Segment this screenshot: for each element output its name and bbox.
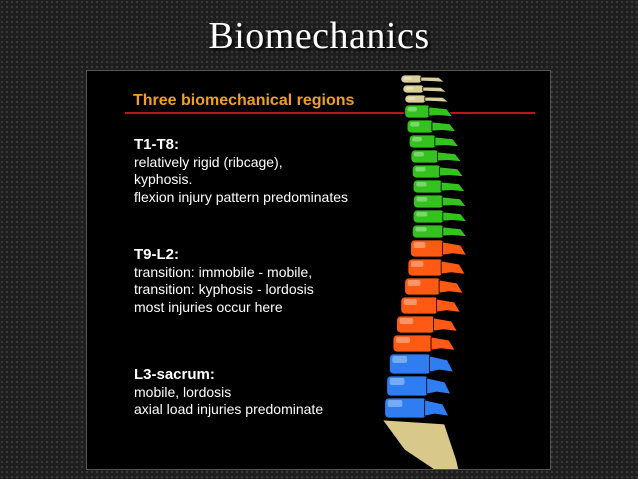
thoracolumbar-vertebra: [400, 296, 462, 315]
section-label: T9-L2:: [134, 246, 179, 263]
section-label: T1-T8:: [134, 136, 179, 153]
section-t9-l2: T9-L2: transition: immobile - mobile, tr…: [134, 246, 314, 316]
sacrum: [383, 419, 460, 469]
section-line: kyphosis.: [134, 171, 193, 187]
section-line: axial load injuries predominate: [134, 401, 324, 417]
section-line: flexion injury pattern predominates: [134, 188, 349, 205]
thoracic-vertebra: [411, 164, 465, 179]
thoracolumbar-vertebra: [404, 277, 464, 296]
thoracic-vertebra: [411, 224, 468, 239]
thoracic-vertebra: [408, 134, 460, 149]
thoracic-vertebra: [412, 179, 467, 194]
lumbar-vertebra: [384, 397, 450, 419]
section-line: transition: kyphosis - lordosis: [134, 281, 314, 297]
section-l3-sacrum: L3-sacrum: mobile, lordosis axial load i…: [134, 366, 323, 419]
content-panel: Three biomechanical regions T1-T8: relat…: [86, 70, 551, 470]
thoracolumbar-vertebra: [410, 239, 468, 258]
thoracic-vertebra: [412, 209, 468, 224]
cervical-vertebra: [400, 74, 447, 84]
thoracolumbar-vertebra: [407, 258, 466, 277]
section-t1-t8: T1-T8: relatively rigid (ribcage), kypho…: [134, 136, 348, 206]
lumbar-vertebra: [386, 375, 452, 397]
section-line: mobile, lordosis: [134, 383, 232, 400]
thoracic-vertebra: [404, 104, 454, 119]
thoracic-vertebra: [410, 149, 463, 164]
section-label: L3-sacrum:: [134, 366, 215, 383]
thoracic-vertebra: [413, 194, 468, 209]
lumbar-vertebra: [389, 353, 455, 375]
section-line: relatively rigid (ribcage),: [134, 153, 283, 170]
thoracic-vertebra: [406, 119, 457, 134]
thoracolumbar-vertebra: [392, 334, 456, 353]
panel-heading: Three biomechanical regions: [133, 92, 355, 109]
section-line: transition: immobile - mobile,: [134, 263, 313, 280]
cervical-vertebra: [402, 84, 449, 94]
spine-illustration: [383, 74, 468, 469]
cervical-vertebra: [404, 94, 451, 104]
heading-underline: [125, 112, 535, 114]
slide-title: Biomechanics: [208, 15, 430, 57]
section-line: most injuries occur here: [134, 298, 283, 315]
thoracolumbar-vertebra: [396, 315, 459, 334]
